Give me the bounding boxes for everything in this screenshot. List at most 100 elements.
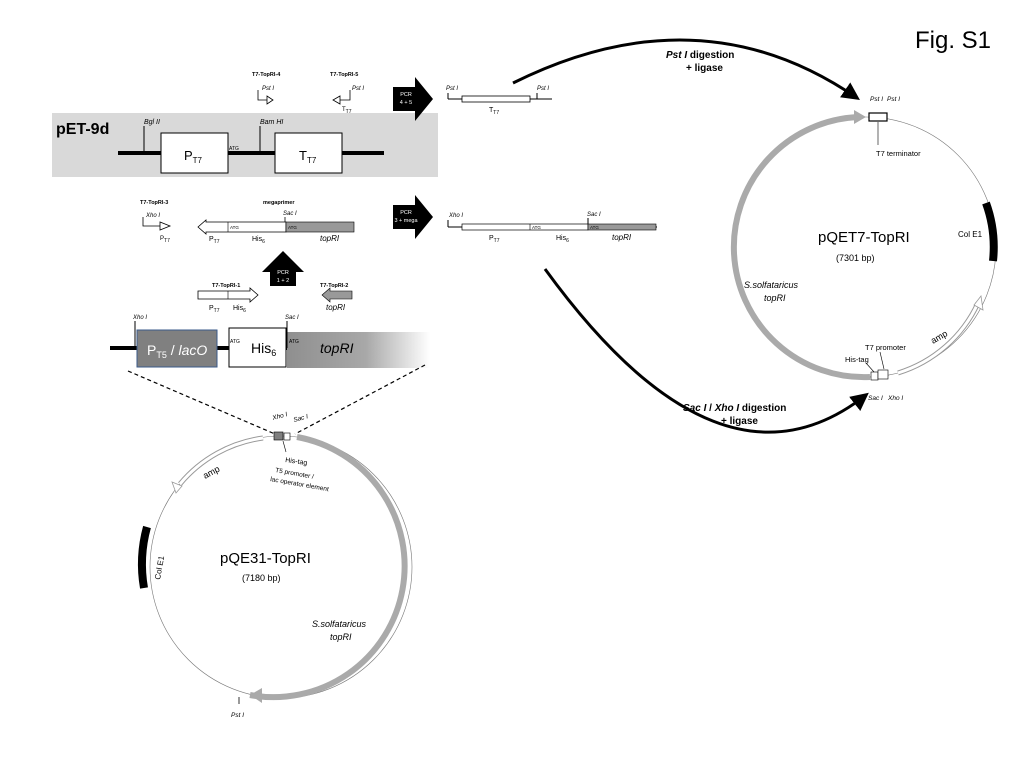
megaprimer-his: His6 [252, 236, 265, 245]
pqe31-amp-arrowhead [171, 481, 183, 494]
fusion-grey-box [587, 223, 657, 231]
primers-4-5: T7-TopRI-4 Pst I T7-TopRI-5 Pst I TT7 [252, 72, 364, 115]
primers-1-2: T7-TopRI-1 PT7 His6 T7-TopRI-2 topRI [197, 283, 353, 314]
fusion-pt7: PT7 [489, 235, 500, 244]
primer-topri5-label: T7-TopRI-5 [330, 72, 358, 78]
pqe31-amp-arc-inner [178, 436, 264, 485]
megaprimer-atg-2: ATG [288, 225, 297, 230]
pqet7-t7-promoter-box [877, 369, 889, 380]
pet9d-tt7-box [274, 132, 343, 174]
pst-ligation-arrow [512, 38, 860, 101]
pcr3mega-line2: 3 + mega [394, 218, 418, 224]
insert-his-label: His6 [251, 340, 276, 358]
pqe31-size: (7180 bp) [242, 573, 281, 583]
primer-topri4-label: T7-TopRI-4 [252, 72, 281, 78]
sacxho-ligase-label: + ligase [721, 416, 758, 427]
insert-pt5-laco-box [136, 329, 218, 368]
fusion-atg-1: ATG [532, 225, 541, 230]
pqet7-amp-arrowhead [973, 295, 984, 311]
pqe31-topri-arrowhead [250, 688, 262, 703]
pqe31-topri-arc [249, 434, 408, 701]
pqe31-name: pQE31-TopRI [220, 550, 311, 567]
pcr-1-2: PCR 1 + 2 [262, 251, 304, 286]
figure-label: Fig. S1 [915, 27, 991, 54]
sacxho-digest-label: Sac I / Xho I digestion [683, 403, 786, 414]
pcr12-line2: 1 + 2 [277, 278, 289, 284]
pqe31-amp-arc [178, 435, 264, 486]
pqet7-topri-arrowhead [854, 110, 866, 124]
pqet7-pst1-label: Pst I [870, 96, 883, 103]
pqet7-gene-line2: topRI [764, 293, 786, 303]
pt7-his-topri-pcr-product: Xho I Sac I ATG ATG PT7 His6 topRI [447, 212, 657, 244]
pet9d-atg: ATG [229, 146, 239, 152]
pst-ligase-label: + ligase [686, 63, 723, 74]
pqet7-sac-label: Sac I [868, 395, 883, 402]
megaprimer-atg-1: ATG [230, 225, 239, 230]
pqet7-t7p-pointer [879, 351, 885, 370]
primer-topri2-label: T7-TopRI-2 [320, 283, 348, 289]
insert-topri-fade [287, 332, 430, 368]
tt7-product-pst-left: Pst I [446, 86, 458, 92]
pet9d-vector: pET-9d Bgl II Bam HI PT7 ATG TT7 [52, 113, 438, 177]
pqe31-sac-label: Sac I [293, 413, 309, 424]
pcr3mega-line1: PCR [400, 210, 412, 216]
primer-topri1-label: T7-TopRI-1 [212, 283, 240, 289]
pet9d-pt7-box [160, 132, 229, 174]
pqet7-cole1-arc [982, 201, 998, 262]
pqet7-t7-terminator-label: T7 terminator [876, 149, 921, 158]
pqet7-t7-terminator-box [868, 112, 888, 122]
tt7-product-box [461, 95, 531, 103]
tt7-product-label: TT7 [489, 107, 499, 116]
primer3-pt7-label: PT7 [160, 236, 170, 244]
tt7-pcr-product: Pst I Pst I TT7 [446, 86, 552, 116]
megaprimer-label: megaprimer [263, 200, 295, 206]
primer3-arrow [142, 217, 172, 231]
bgl-site-label: Bgl II [144, 119, 160, 126]
pcr45-arrow [393, 77, 433, 121]
insert-atg-1: ATG [230, 339, 240, 345]
pst-digest-label: Pst I digestion [666, 50, 734, 61]
pqe31-t5-box [273, 431, 284, 441]
pqet7-amp-arc-inner [897, 302, 980, 375]
pqe31-plasmid: Xho I Sac I His-tag T5 promoter / lac op… [137, 411, 413, 719]
pqe31-his-tag-label: His-tag [285, 457, 308, 467]
cloning-steps: Pst I digestion + ligase Sac I / Xho I d… [512, 38, 869, 434]
tt7-product-pst-right: Pst I [537, 86, 549, 92]
insert-topri-label: topRI [320, 340, 354, 356]
pqet7-cole1-label: Col E1 [958, 230, 983, 239]
pcr45-line2: 4 + 5 [400, 100, 412, 106]
pqe31-gene-line2: topRI [330, 632, 352, 642]
primer5-t7-label: TT7 [342, 107, 352, 115]
pqet7-gene-line1: S.solfataricus [744, 280, 799, 290]
pqet7-name: pQET7-TopRI [818, 229, 910, 246]
megaprimer-sac-label: Sac I [283, 211, 297, 217]
pqet7-his-box [870, 371, 879, 381]
primer4-arrow [257, 90, 274, 105]
pqet7-pst2-label: Pst I [887, 96, 900, 103]
primer5-arrow [332, 90, 351, 105]
megaprimer-topri: topRI [320, 234, 340, 243]
primer-topri3-label: T7-TopRI-3 [140, 200, 168, 206]
insert-atg-2: ATG [289, 339, 299, 345]
pqet7-size: (7301 bp) [836, 253, 875, 263]
pqe31-his-pointer [282, 440, 287, 453]
pcr45-line1: PCR [400, 92, 412, 98]
pqet7-xho-label: Xho I [887, 395, 903, 402]
pqe31-his-box [283, 432, 291, 441]
megaprimer-white-body [197, 219, 287, 235]
pcr3mega-arrow [393, 195, 433, 239]
pqe31-cole1-label: Col E1 [153, 555, 166, 581]
primer2-arrow [321, 287, 353, 303]
zoom-line-left [127, 370, 276, 435]
pqet7-plasmid: Pst I Pst I T7 terminator His-tag T7 pro… [730, 96, 998, 402]
primer4-pst-label: Pst I [262, 86, 274, 92]
pqet7-his-tag-label: His-tag [845, 355, 869, 364]
primer5-pst-label: Pst I [352, 86, 364, 92]
sacxho-ligation-arrow [543, 268, 869, 434]
pqet7-his-pointer [865, 362, 875, 373]
pqe31-t5-line2: lac operator element [270, 476, 330, 493]
primer1-pt7: PT7 [209, 305, 220, 314]
pet9d-background [52, 113, 438, 177]
fusion-atg-2: ATG [590, 225, 599, 230]
